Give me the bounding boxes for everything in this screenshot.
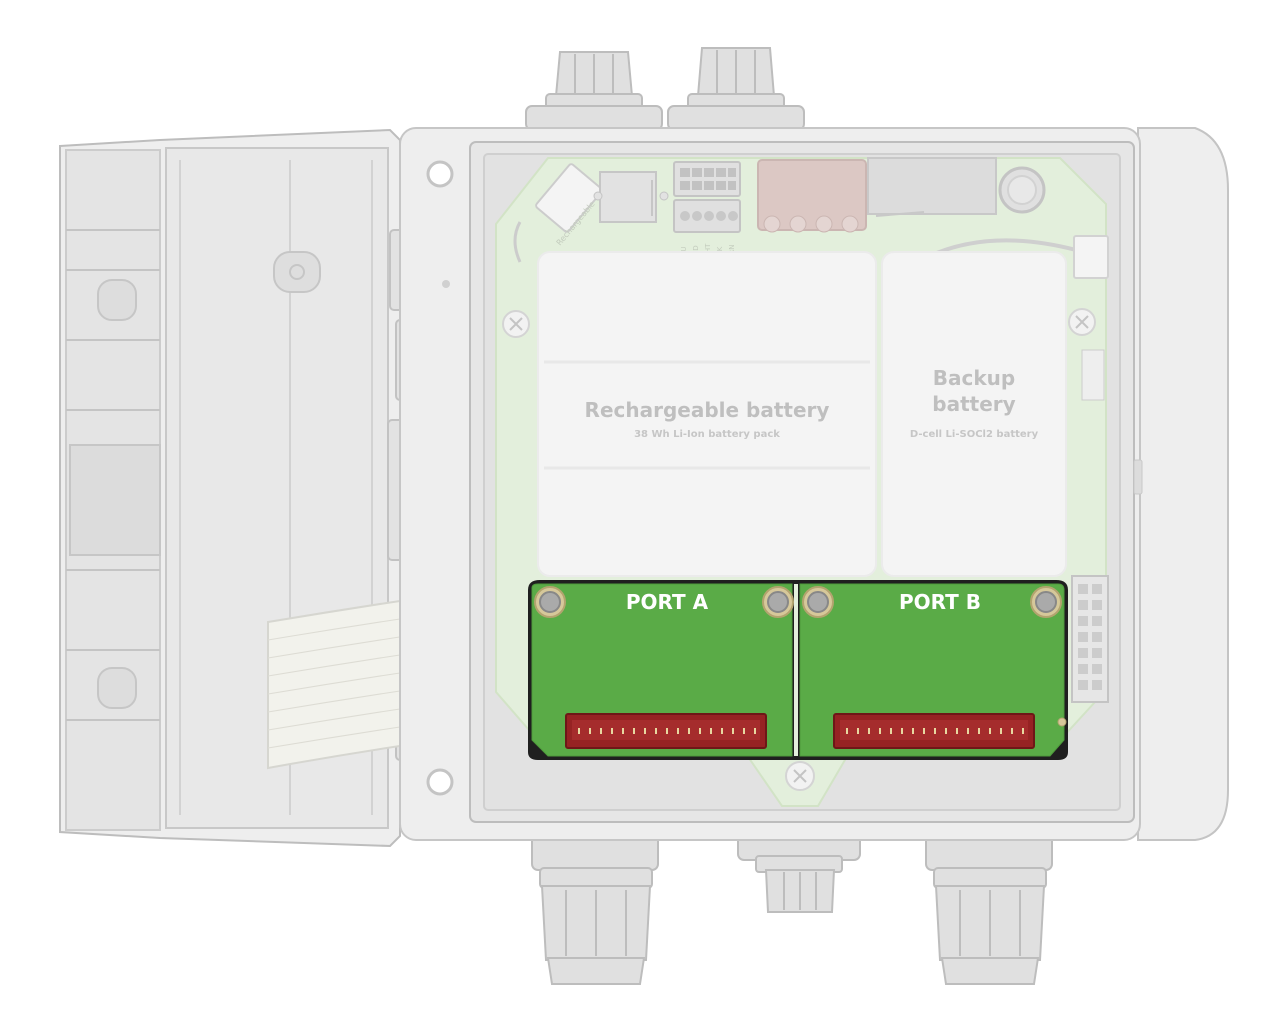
connector-pin — [901, 728, 903, 734]
connector-pin — [633, 728, 635, 734]
port-b-standoff-left — [802, 586, 834, 618]
connector-pin — [622, 728, 624, 734]
pcb-screw-bottom — [785, 761, 815, 791]
regulator-component — [599, 171, 657, 223]
connector-pin — [879, 728, 881, 734]
bottom-gland-right — [925, 829, 1053, 985]
top-cable-glands — [525, 47, 805, 131]
connector-pin — [666, 728, 668, 734]
rechargeable-battery-title: Rechargeable battery — [585, 398, 830, 422]
connector-pin — [688, 728, 690, 734]
connector-pin — [956, 728, 958, 734]
connector-pin — [743, 728, 745, 734]
connector-pin — [1011, 728, 1013, 734]
connector-pin — [677, 728, 679, 734]
backup-battery-title-line1: Backup — [933, 366, 1015, 390]
connector-pin — [912, 728, 914, 734]
backup-battery-subtitle: D-cell Li-SOCl2 battery — [910, 429, 1039, 440]
connector-pin — [1000, 728, 1002, 734]
port-b-connector — [833, 713, 1035, 749]
connector-pin — [989, 728, 991, 734]
enclosure-lid — [59, 128, 531, 848]
bottom-gland-left — [531, 829, 659, 985]
mounting-hole-top-left — [426, 160, 454, 188]
connector-pin — [890, 728, 892, 734]
connector-pin — [710, 728, 712, 734]
connector-pin — [644, 728, 646, 734]
connector-pin — [655, 728, 657, 734]
connector-pin — [934, 728, 936, 734]
port-b-board: PORT B — [799, 583, 1067, 757]
power-connector — [757, 159, 867, 233]
rechargeable-battery: Rechargeable battery 38 Wh Li-Ion batter… — [537, 251, 877, 577]
port-b-standoff-right — [1030, 586, 1062, 618]
connector-pin — [846, 728, 848, 734]
port-a-label: PORT A — [626, 590, 709, 614]
pcb-screw-left — [502, 310, 530, 338]
modem-module — [867, 157, 997, 215]
backup-battery: Backup battery D-cell Li-SOCl2 battery — [881, 251, 1067, 577]
connector-pin — [611, 728, 613, 734]
connector-pin — [1022, 728, 1024, 734]
terminal-block-top — [673, 161, 741, 197]
rechargeable-battery-subtitle: 38 Wh Li-Ion battery pack — [634, 429, 780, 440]
port-a-connector — [565, 713, 767, 749]
pcb-screw-right — [1068, 308, 1096, 336]
connector-pin — [578, 728, 580, 734]
connector-pin — [699, 728, 701, 734]
port-a-standoff-left — [534, 586, 566, 618]
top-gland-left — [525, 51, 663, 131]
connector-pin — [967, 728, 969, 734]
connector-pin — [978, 728, 980, 734]
port-boards: PORT A PORT B — [528, 580, 1068, 760]
connector-pin — [721, 728, 723, 734]
terminal-block-bottom — [673, 199, 741, 233]
connector-pin — [857, 728, 859, 734]
connector-pin — [868, 728, 870, 734]
connector-pin — [589, 728, 591, 734]
connector-pin — [945, 728, 947, 734]
connector-pin — [754, 728, 756, 734]
side-header-large — [1071, 575, 1109, 703]
connector-pin — [600, 728, 602, 734]
side-header-small — [1081, 349, 1105, 401]
port-a-standoff-right — [762, 586, 794, 618]
connector-pin — [923, 728, 925, 734]
mounting-hole-bottom-left — [426, 768, 454, 796]
backup-battery-title-line2: battery — [932, 392, 1015, 416]
connector-pin — [732, 728, 734, 734]
port-b-label: PORT B — [899, 590, 981, 614]
port-a-board: PORT A — [531, 583, 794, 757]
top-gland-right — [667, 47, 805, 131]
bottom-cable-glands — [531, 819, 1053, 985]
